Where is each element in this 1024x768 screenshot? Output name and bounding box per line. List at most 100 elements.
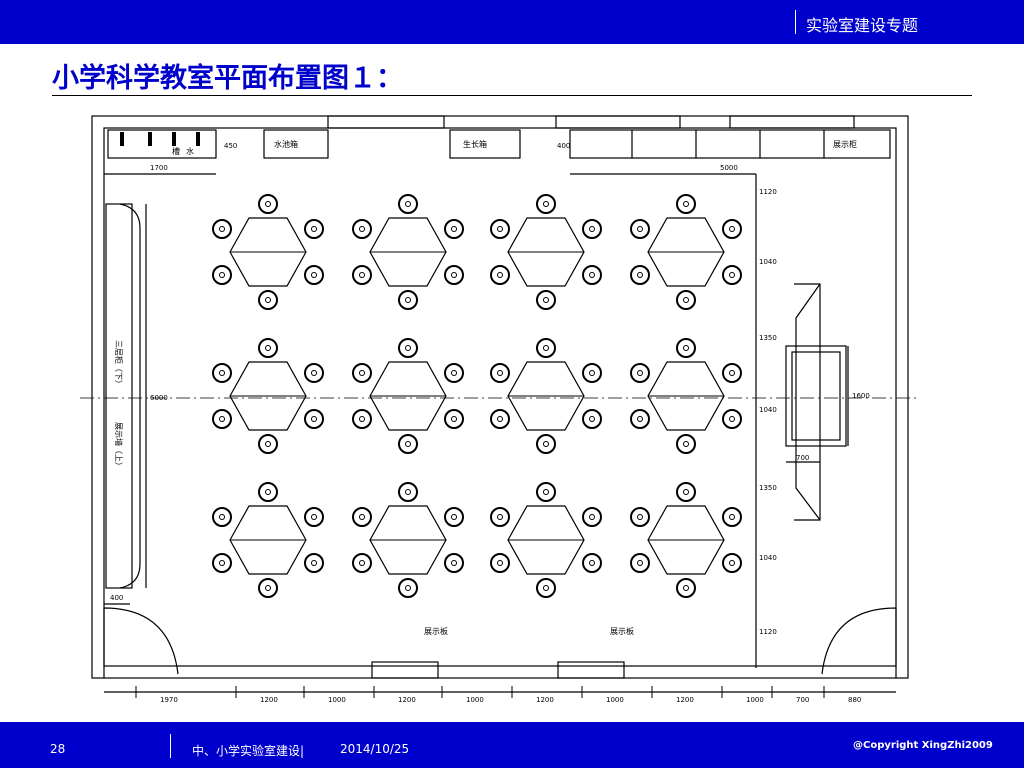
slide-title: 小学科学教室平面布置图１：	[52, 63, 403, 94]
dim-bottom: 1200	[536, 696, 554, 704]
header-bar: 实验室建设专题	[0, 0, 1024, 44]
stool	[304, 553, 324, 573]
stool	[722, 553, 742, 573]
stool	[722, 363, 742, 383]
stool	[352, 553, 372, 573]
footer-course: 中、小学实验室建设|	[192, 744, 305, 758]
stool	[582, 507, 602, 527]
stool	[676, 290, 696, 310]
dim-1700: 1700	[150, 164, 168, 172]
dim-bottom: 1200	[260, 696, 278, 704]
stool	[490, 265, 510, 285]
table-group	[352, 482, 464, 598]
stool	[676, 434, 696, 454]
podium-outline	[794, 283, 821, 521]
dim-1350-b: 1350	[759, 484, 777, 492]
stool	[582, 409, 602, 429]
stool	[582, 219, 602, 239]
sink-fixtures	[120, 132, 200, 146]
table-group	[490, 482, 602, 598]
dim-400-top: 400	[557, 142, 570, 150]
cabinet-show-label: 展示柜	[833, 139, 857, 149]
stool	[676, 482, 696, 502]
stool	[398, 482, 418, 502]
page-number: 28	[50, 742, 66, 756]
table-group	[490, 194, 602, 310]
stool	[722, 219, 742, 239]
dim-bottom: 1000	[328, 696, 346, 704]
table-group	[212, 194, 324, 310]
sink-label: 水	[186, 146, 194, 156]
stool	[258, 338, 278, 358]
door-right	[821, 607, 897, 678]
dim-1040-a: 1040	[759, 258, 777, 266]
stool	[398, 578, 418, 598]
left-wall-upper-label: 三层柜（下）	[114, 340, 124, 388]
table-group	[352, 338, 464, 454]
stool	[352, 409, 372, 429]
dim-1600: 1600	[852, 392, 870, 400]
title-rule	[52, 95, 972, 96]
stool	[630, 265, 650, 285]
stool	[676, 578, 696, 598]
dim-1120-a: 1120	[759, 188, 777, 196]
stool	[490, 363, 510, 383]
stool	[536, 578, 556, 598]
table-groups	[212, 194, 742, 598]
dim-bottom: 880	[848, 696, 861, 704]
stool	[258, 290, 278, 310]
sink-label-2: 槽	[172, 146, 180, 156]
stool	[212, 507, 232, 527]
window-top-1	[327, 115, 445, 129]
stool	[490, 219, 510, 239]
stool	[398, 434, 418, 454]
dim-700-podium: 700	[796, 454, 809, 462]
inner-wall	[103, 127, 897, 667]
stool	[630, 507, 650, 527]
stool	[444, 265, 464, 285]
window-top-2	[555, 115, 681, 129]
dim-1040-b: 1040	[759, 406, 777, 414]
dim-bottom: 1000	[466, 696, 484, 704]
stool	[304, 265, 324, 285]
stool	[212, 265, 232, 285]
window-bottom-1	[371, 661, 439, 679]
stool	[490, 409, 510, 429]
cabinet-row-top	[569, 129, 891, 159]
dim-bottom: 1200	[398, 696, 416, 704]
stool	[676, 194, 696, 214]
stool	[444, 553, 464, 573]
stool	[212, 363, 232, 383]
table-group	[352, 194, 464, 310]
stool	[258, 434, 278, 454]
stool	[676, 338, 696, 358]
stool	[444, 219, 464, 239]
cabinet-bio-label: 生长箱	[463, 139, 487, 149]
board-label-right: 展示板	[610, 626, 634, 636]
footer-copyright: @Copyright XingZhi2009	[853, 740, 993, 751]
stool	[212, 409, 232, 429]
stool	[582, 553, 602, 573]
stool	[304, 409, 324, 429]
footer-separator	[170, 734, 171, 758]
table-group	[212, 338, 324, 454]
stool	[630, 219, 650, 239]
dim-6000: 6000	[150, 394, 168, 402]
stool	[212, 219, 232, 239]
door-left	[103, 607, 179, 678]
stool	[630, 553, 650, 573]
stool	[582, 363, 602, 383]
stool	[722, 507, 742, 527]
stool	[212, 553, 232, 573]
stool	[536, 338, 556, 358]
stool	[398, 290, 418, 310]
floor-plan: 水 槽 水池箱 生长箱 展示柜 三层柜（下） 展示墙（上） 展示板 展示板 45…	[80, 115, 920, 704]
stool	[490, 553, 510, 573]
dim-400-left: 400	[110, 594, 123, 602]
table-group	[630, 482, 742, 598]
table-group	[630, 338, 742, 454]
stool	[536, 434, 556, 454]
stool	[398, 338, 418, 358]
dim-bottom: 1000	[606, 696, 624, 704]
